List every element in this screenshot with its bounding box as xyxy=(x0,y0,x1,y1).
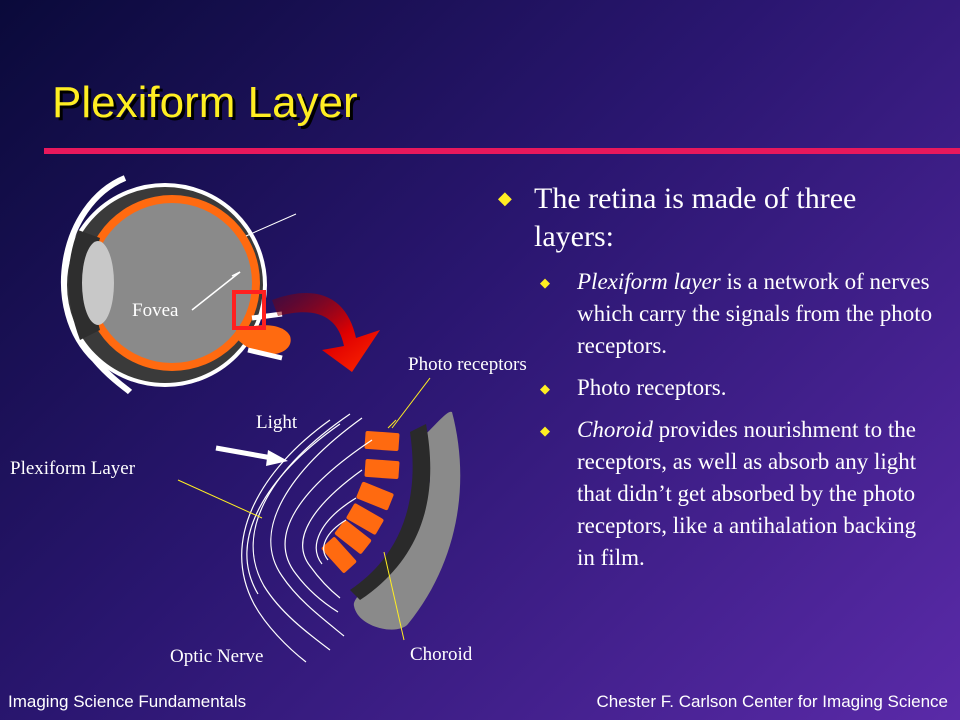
footer-right: Chester F. Carlson Center for Imaging Sc… xyxy=(596,692,949,711)
slide-title: Plexiform Layer xyxy=(52,78,358,127)
sub-bullet-text: Photo receptors. xyxy=(577,375,727,400)
diamond-bullet-icon: ◆ xyxy=(540,382,550,397)
label-fovea: Fovea xyxy=(132,300,179,321)
zoom-arrow xyxy=(272,292,380,372)
sub-bullets: ◆ Plexiform layer is a network of nerves… xyxy=(498,266,938,574)
sub-bullet: ◆ Plexiform layer is a network of nerves… xyxy=(540,266,938,362)
sub-bullet-text: provides nourishment to the receptors, a… xyxy=(577,417,917,570)
label-light: Light xyxy=(256,412,298,433)
diamond-bullet-icon: ◆ xyxy=(540,424,550,439)
label-plexiform-layer: Plexiform Layer xyxy=(10,458,136,479)
label-photo-receptors: Photo receptors xyxy=(408,354,527,375)
photoreceptor-cells xyxy=(321,430,400,573)
title-rule xyxy=(44,148,960,154)
light-arrow xyxy=(215,445,273,461)
sub-bullet: ◆ Photo receptors. xyxy=(540,372,938,404)
sub-bullet-text: is a network of nerves which carry the s… xyxy=(577,269,933,358)
sub-bullet-lead: Plexiform layer xyxy=(577,269,721,294)
main-bullet: ◆ The retina is made of three layers: xyxy=(498,180,938,256)
diamond-bullet-icon: ◆ xyxy=(498,188,512,209)
sub-bullet-lead: Choroid xyxy=(577,417,653,442)
zoom-box xyxy=(232,290,266,330)
main-bullet-text: The retina is made of three layers: xyxy=(534,182,857,253)
optic-nerve-stub xyxy=(236,325,291,355)
sub-bullet: ◆ Choroid provides nourishment to the re… xyxy=(540,414,938,574)
footer-left: Imaging Science Fundamentals xyxy=(8,692,247,711)
label-optic-nerve: Optic Nerve xyxy=(170,646,264,667)
diamond-bullet-icon: ◆ xyxy=(540,276,550,291)
eyeball xyxy=(61,175,267,395)
bullet-list: ◆ The retina is made of three layers: ◆ … xyxy=(498,180,938,584)
nerve-fibers xyxy=(241,413,373,663)
label-choroid: Choroid xyxy=(410,644,473,665)
